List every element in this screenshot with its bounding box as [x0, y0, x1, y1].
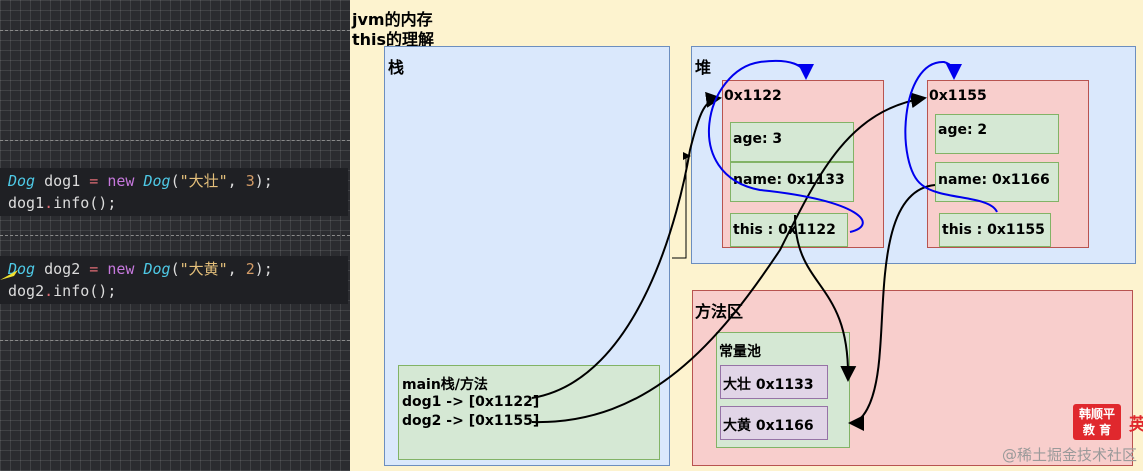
dog2-this-arrow: [904, 60, 998, 213]
code-token: .: [44, 194, 54, 212]
code-token: (: [170, 260, 180, 278]
code-token: (: [170, 172, 180, 190]
diagram-subtitle: this的理解: [352, 30, 435, 49]
code-token: ,: [227, 172, 246, 190]
dog2-ref-arrow: [531, 92, 927, 424]
code-token: Dog: [143, 172, 171, 190]
editor-divider: [0, 340, 350, 341]
dog2-this-field: [939, 213, 1051, 247]
brand-logo: 韩顺平 教 育: [1073, 404, 1121, 440]
dog1-this-arrow: [708, 59, 864, 233]
heap-title: 堆: [695, 58, 712, 77]
dog1-age: age: 3: [733, 131, 783, 147]
logo-side-text: 英: [1129, 415, 1143, 435]
constant-pool-title: 常量池: [719, 344, 761, 360]
stack-title: 栈: [388, 58, 405, 77]
code-token: new: [98, 260, 144, 278]
dog2-name: name: 0x1166: [938, 172, 1050, 188]
code-token: info();: [53, 194, 117, 212]
dog2-name-arrow: [848, 184, 936, 431]
pointer-arrow-icon: [0, 270, 18, 280]
code-token: 2: [245, 260, 255, 278]
code-token: Dog: [8, 172, 36, 190]
code-line: Dog dog1 = new Dog("大壮", 3);: [8, 170, 348, 192]
dog1-this-field: [730, 213, 848, 247]
string-dahuang-label: 大黄 0x1166: [723, 418, 814, 434]
dog1-ref-arrow: [531, 91, 722, 399]
code-token: =: [89, 260, 99, 278]
main-frame-title: main栈/方法: [402, 377, 488, 393]
code-token: ,: [227, 260, 246, 278]
dog1-ref: dog1 -> [0x1122]: [402, 394, 540, 410]
code-token: Dog: [143, 260, 171, 278]
code-token: dog2: [35, 260, 90, 278]
diagram-title: jvm的内存: [352, 10, 433, 29]
editor-divider: [0, 235, 350, 236]
code-token: .: [44, 282, 54, 300]
string-dahuang: [720, 406, 828, 440]
editor-divider: [0, 30, 350, 31]
code-token: dog1: [8, 194, 45, 212]
editor-divider: [0, 140, 350, 141]
code-token: dog1: [35, 172, 90, 190]
stack-heap-connector: [672, 152, 691, 259]
logo-line: 韩顺平: [1078, 407, 1115, 421]
string-dazhuang: [720, 365, 828, 399]
code-token: =: [89, 172, 99, 190]
dog1-this: this : 0x1122: [733, 222, 836, 238]
dog1-name-field: [730, 162, 854, 202]
code-block-dog2: Dog dog2 = new Dog("大黄", 2); dog2.info()…: [0, 256, 348, 304]
code-token: "大壮": [179, 172, 228, 190]
dog1-address: 0x1122: [724, 88, 782, 104]
code-editor: Dog dog1 = new Dog("大壮", 3); dog1.info()…: [0, 0, 350, 471]
code-line: dog2.info();: [8, 280, 348, 302]
watermark: @稀土掘金技术社区: [1001, 446, 1137, 464]
dog2-this: this : 0x1155: [942, 222, 1045, 238]
main-frame: [398, 365, 660, 460]
logo-line: 教 育: [1082, 423, 1112, 437]
code-line: dog1.info();: [8, 192, 348, 214]
code-token: "大黄": [179, 260, 228, 278]
code-token: dog2: [8, 282, 45, 300]
dog1-name: name: 0x1133: [733, 172, 845, 188]
code-block-dog1: Dog dog1 = new Dog("大壮", 3); dog1.info()…: [0, 168, 348, 216]
dog2-age-field: [935, 114, 1059, 154]
code-token: 3: [245, 172, 255, 190]
dog1-name-arrow: [794, 214, 857, 382]
code-token: new: [98, 172, 144, 190]
string-dazhuang-label: 大壮 0x1133: [723, 377, 814, 393]
code-token: info();: [53, 282, 117, 300]
dog2-address: 0x1155: [929, 88, 987, 104]
code-token: );: [254, 260, 273, 278]
dog2-ref: dog2 -> [0x1155]: [402, 413, 540, 429]
dog2-age: age: 2: [938, 122, 988, 138]
code-token: );: [254, 172, 273, 190]
